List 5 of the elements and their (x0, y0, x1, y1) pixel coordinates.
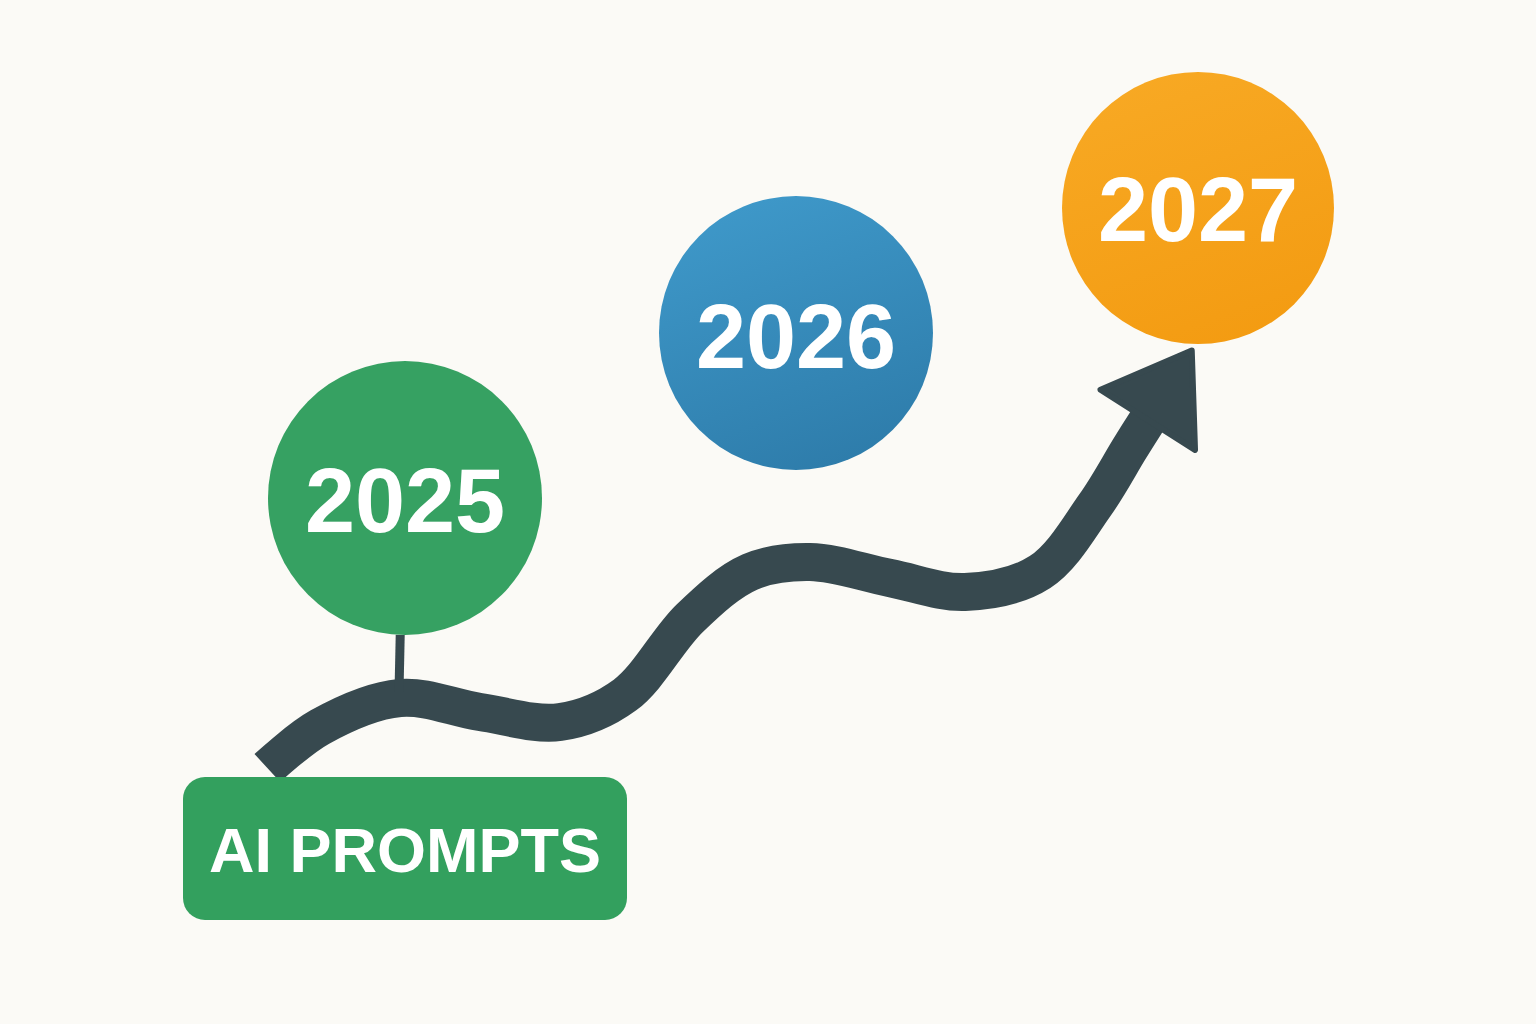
year-text: 2026 (695, 289, 897, 385)
label-box (183, 777, 627, 920)
year-text: 2025 (304, 453, 506, 549)
year-text: 2027 (1097, 162, 1299, 258)
heading-text: AI PROMPTS (209, 817, 601, 884)
